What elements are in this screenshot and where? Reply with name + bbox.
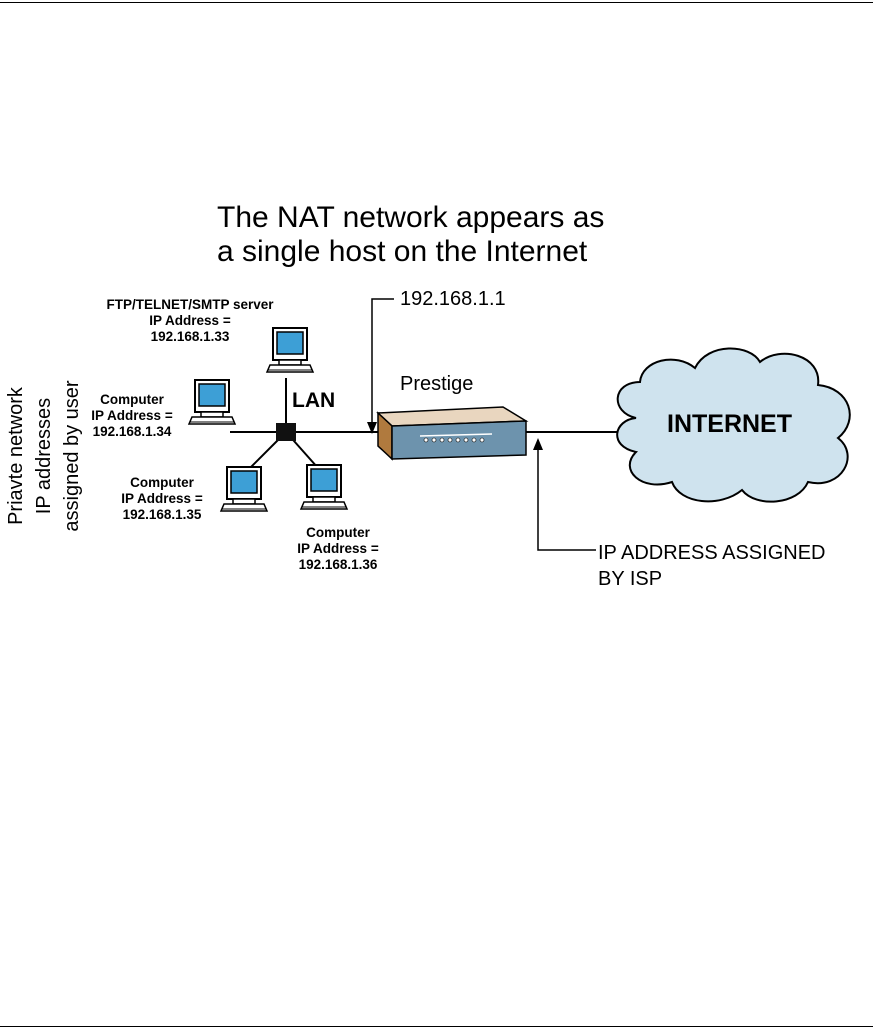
router-lan-ip: 192.168.1.1 [400, 288, 506, 310]
computer-36-name: Computer [306, 525, 370, 540]
internet-label: INTERNET [667, 410, 792, 438]
diagram-title-line-2: a single host on the Internet [217, 235, 588, 268]
prestige-router-icon [376, 406, 529, 461]
lan-ip-arrowhead [367, 422, 377, 434]
router-name: Prestige [400, 373, 474, 395]
lan-ip-arrow [371, 298, 394, 424]
computer-35-icon [220, 466, 268, 512]
computer-35-ip: 192.168.1.35 [122, 507, 202, 522]
isp-ip-arrowhead [533, 438, 543, 450]
computer-36-icon [300, 464, 348, 510]
isp-ip-arrow [537, 448, 596, 551]
computer-35-ip-label: IP Address = [121, 491, 203, 506]
computer-36-ip-label: IP Address = [297, 541, 379, 556]
computer-36-label: Computer IP Address = 192.168.1.36 [286, 525, 390, 573]
isp-note-line-1: IP ADDRESS ASSIGNED [598, 542, 826, 564]
isp-note: IP ADDRESS ASSIGNED BY ISP [598, 540, 826, 592]
bottom-rule [0, 1026, 873, 1027]
internet-cloud-icon [616, 347, 851, 503]
top-rule [0, 2, 873, 3]
isp-note-line-2: BY ISP [598, 568, 663, 590]
computer-35-label: Computer IP Address = 192.168.1.35 [110, 475, 214, 523]
lan-label: LAN [292, 389, 336, 412]
server-ip: 192.168.1.33 [150, 329, 230, 344]
computer-34-ip: 192.168.1.34 [92, 424, 172, 439]
computer-34-label: Computer IP Address = 192.168.1.34 [80, 392, 184, 440]
hub-icon [276, 423, 296, 441]
computer-34-ip-label: IP Address = [91, 408, 173, 423]
diagram-title-line-1: The NAT network appears as [217, 201, 605, 234]
computer-35-name: Computer [130, 475, 194, 490]
server-ip-label: IP Address = [149, 313, 231, 328]
computer-34-icon [188, 379, 236, 425]
computer-34-name: Computer [100, 392, 164, 407]
computer-36-ip: 192.168.1.36 [298, 557, 378, 572]
server-label: FTP/TELNET/SMTP server IP Address = 192.… [100, 297, 280, 345]
server-name: FTP/TELNET/SMTP server [106, 297, 274, 312]
